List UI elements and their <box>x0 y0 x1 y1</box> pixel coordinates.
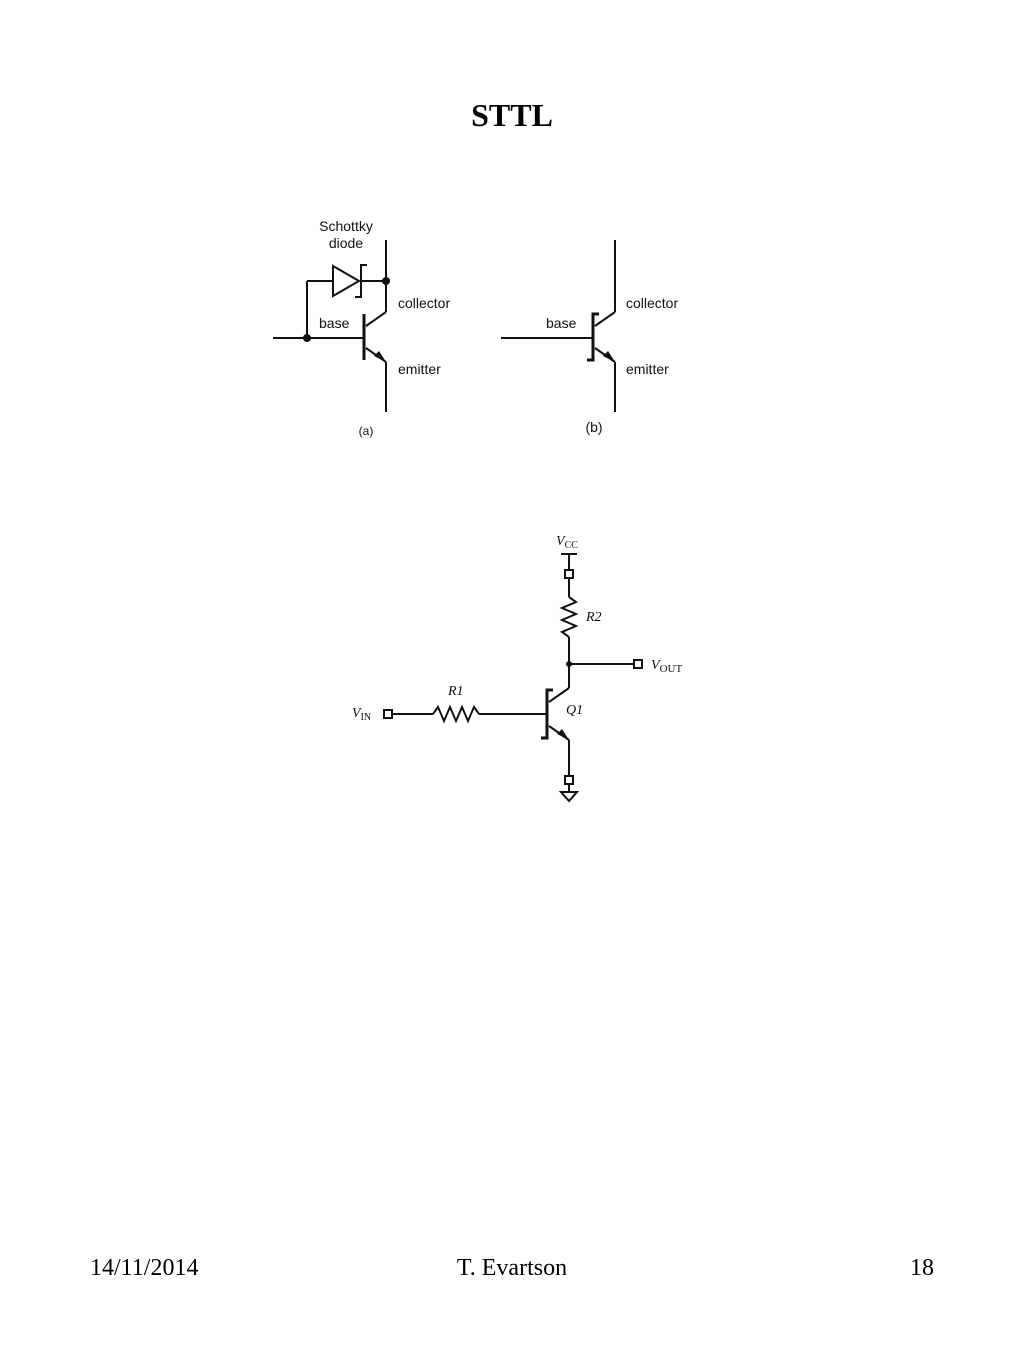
collector-label-a: collector <box>398 295 450 311</box>
ground-terminal <box>564 775 574 785</box>
junction-dot-base-a <box>303 334 311 342</box>
vcc-terminal <box>564 569 574 579</box>
vin-terminal <box>383 709 393 719</box>
q1-schottky-base-bar <box>541 688 553 740</box>
schottky-diode-label-line1: Schottky <box>319 218 373 234</box>
vcc-label: VCC <box>556 534 578 551</box>
base-label-b: base <box>546 315 577 331</box>
q1-emitter-arrow <box>557 729 569 740</box>
emitter-arrow-a <box>374 351 386 362</box>
r2-label: R2 <box>585 610 602 625</box>
collector-label-b: collector <box>626 295 678 311</box>
vout-label: VOUT <box>651 658 682 675</box>
emitter-arrow-b <box>603 351 615 362</box>
q1-collector-diagonal <box>548 687 570 703</box>
diode-triangle <box>332 264 362 298</box>
vout-terminal <box>633 659 643 669</box>
caption-a: (a) <box>359 424 374 438</box>
inverter-circuit <box>383 553 643 803</box>
schottky-diode-label-line2: diode <box>329 235 363 251</box>
junction-dot-collector-a <box>382 277 390 285</box>
ground-symbol <box>558 791 580 803</box>
footer-date: 14/11/2014 <box>90 1255 199 1281</box>
vout-junction-dot <box>566 661 572 667</box>
emitter-label-b: emitter <box>626 361 669 377</box>
caption-b: (b) <box>585 419 602 435</box>
footer-author: T. Evartson <box>456 1255 568 1281</box>
collector-diagonal-a <box>365 311 387 327</box>
q1-label: Q1 <box>566 703 583 718</box>
footer-page-number: 18 <box>910 1255 934 1281</box>
resistor-r2 <box>559 596 579 638</box>
slide-title: STTL <box>471 97 553 133</box>
collector-diagonal-b <box>594 311 616 327</box>
emitter-label-a: emitter <box>398 361 441 377</box>
resistor-r1 <box>432 704 480 724</box>
figure-a <box>273 240 390 412</box>
base-label-a: base <box>319 315 350 331</box>
r1-label: R1 <box>447 684 464 699</box>
schottky-cathode-bar <box>355 264 367 298</box>
vin-label: VIN <box>352 706 371 723</box>
